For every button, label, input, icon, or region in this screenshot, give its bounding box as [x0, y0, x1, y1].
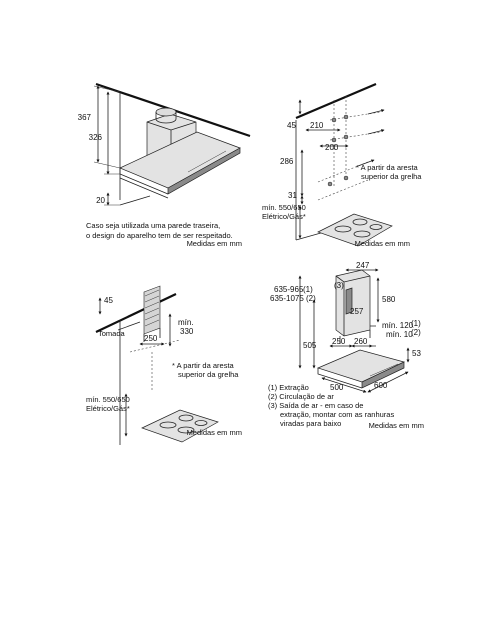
- wall-note-line1: Caso seja utilizada uma parede traseira,: [86, 221, 220, 230]
- dim-257: 257: [350, 307, 364, 316]
- legend-item-3: (3) Saída de ar - em caso de: [268, 401, 363, 410]
- units-label: Medidas em mm: [187, 239, 242, 248]
- dim-505: 505: [303, 341, 317, 350]
- legend-item-1: (1) Extração: [268, 383, 309, 392]
- dim-250: 250: [332, 337, 346, 346]
- units-label: Medidas em mm: [355, 239, 410, 248]
- dim-330: 330: [180, 327, 194, 336]
- dim-210: 210: [310, 121, 324, 130]
- panel-socket-position: 45 250 mín. 330 Tomada * A partir da are…: [86, 285, 242, 445]
- panel-hood-dimensions: 247 580 257 (3) 635-965 (1) 635-1075 (2)…: [268, 261, 424, 430]
- wall-note-line2: o design do aparelho tem de ser respeita…: [86, 231, 233, 240]
- range-ref-2: (2): [306, 294, 316, 303]
- panel-wall-hood-dimensions: 367 326 20 Caso seja utilizada uma pared…: [78, 82, 251, 248]
- legend-item-3b: extração, montar com as ranhuras: [280, 410, 394, 419]
- min-label: mín.: [178, 318, 194, 327]
- min-10: mín. 10: [386, 330, 413, 339]
- dim-260: 260: [354, 337, 368, 346]
- min-clearance-label: mín. 550/650: [262, 203, 306, 212]
- dim-250: 250: [144, 334, 158, 343]
- dim-580: 580: [382, 295, 396, 304]
- callout-3: (3): [334, 281, 344, 290]
- dim-286: 286: [280, 157, 294, 166]
- panel-mounting-holes: 45 210 200 286 31 * A partir da aresta s…: [262, 82, 422, 248]
- legend-item-3c: viradas para baixo: [280, 419, 341, 428]
- dim-500: 500: [330, 383, 344, 392]
- dim-53: 53: [412, 349, 421, 358]
- dim-20: 20: [96, 196, 105, 205]
- min-clearance-label: mín. 550/650: [86, 395, 130, 404]
- dim-600: 600: [374, 381, 388, 390]
- min-clearance-label2: Elétrico/Gás*: [262, 212, 306, 221]
- dim-200: 200: [325, 143, 339, 152]
- socket-label: Tomada: [98, 329, 126, 338]
- units-label: Medidas em mm: [187, 428, 242, 437]
- legend-item-2: (2) Circulação de ar: [268, 392, 334, 401]
- dim-31: 31: [288, 191, 297, 200]
- range-635-1075: 635-1075: [270, 294, 304, 303]
- min-120: mín. 120: [382, 321, 414, 330]
- dim-45: 45: [287, 121, 296, 130]
- min-clearance-label2: Elétrico/Gás*: [86, 404, 130, 413]
- asterisk-note-line2: superior da grelha: [361, 172, 422, 181]
- range-635-965: 635-965: [274, 285, 304, 294]
- range-ref-1: (1): [303, 285, 313, 294]
- dim-326: 326: [89, 133, 103, 142]
- asterisk-note-line2: superior da grelha: [178, 370, 239, 379]
- min-120-ref: (1): [411, 319, 421, 328]
- units-label: Medidas em mm: [369, 421, 424, 430]
- asterisk-note-line1: * A partir da aresta: [356, 163, 419, 172]
- min-10-ref: (2): [411, 328, 421, 337]
- dim-45: 45: [104, 296, 113, 305]
- asterisk-note-line1: * A partir da aresta: [172, 361, 235, 370]
- dim-367: 367: [78, 113, 92, 122]
- dim-247: 247: [356, 261, 370, 270]
